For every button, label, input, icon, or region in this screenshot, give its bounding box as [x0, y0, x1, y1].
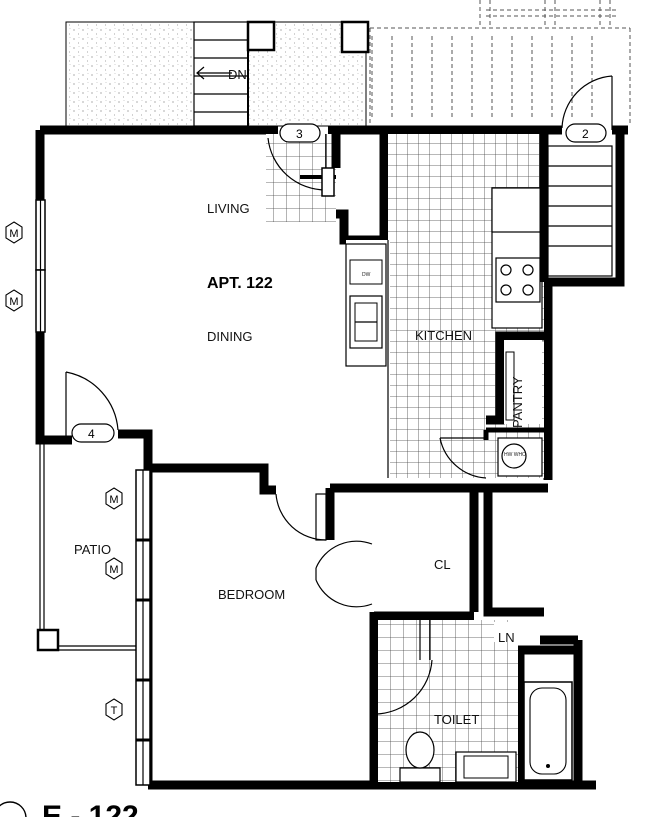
door-tag-2: 2: [565, 123, 607, 143]
entry-closet-walls: [300, 134, 389, 245]
svg-text:3: 3: [296, 127, 303, 141]
room-label-bedroom: BEDROOM: [218, 587, 285, 602]
hex-marker-5: T: [105, 698, 123, 721]
patio-door[interactable]: [65, 371, 119, 436]
water-heater-label: HW WHO: [504, 452, 526, 458]
closet-doors[interactable]: [315, 540, 373, 608]
linen-closet: [494, 622, 518, 642]
bathroom-door[interactable]: [375, 618, 433, 715]
svg-text:M: M: [9, 296, 18, 308]
svg-text:4: 4: [88, 427, 95, 441]
kitchen-counter-right: [491, 187, 543, 329]
svg-text:M: M: [109, 494, 118, 506]
svg-text:E - 122: E - 122: [42, 800, 139, 817]
neighbor-unit-outline: [369, 0, 631, 126]
kitchen-counter: DW: [345, 243, 387, 367]
hex-marker-4: M: [105, 557, 123, 580]
left-windows: [35, 199, 46, 333]
dishwasher-label: DW: [362, 272, 371, 278]
toilet-fixture: [399, 731, 441, 783]
room-label-patio: PATIO: [74, 542, 111, 557]
svg-text:M: M: [9, 228, 18, 240]
bathtub: [523, 681, 573, 781]
room-label-linen: LN: [498, 630, 515, 645]
room-label-pantry: PANTRY: [510, 376, 525, 428]
patio-area: [36, 440, 151, 786]
hex-marker-1: M: [5, 221, 23, 244]
room-label-closet: CL: [434, 557, 451, 572]
apartment-number: APT. 122: [207, 275, 273, 292]
room-label-toilet: TOILET: [434, 712, 479, 727]
svg-text:T: T: [111, 705, 118, 717]
room-label-dining: DINING: [207, 329, 253, 344]
pantry: HW WHO: [439, 331, 544, 479]
unit-label: E - 122: [0, 800, 139, 817]
exterior-stairs: DN: [193, 20, 370, 127]
hex-marker-2: M: [5, 289, 23, 312]
bedroom-door[interactable]: [275, 493, 327, 541]
door-tag-3: 3: [279, 123, 321, 143]
room-label-living: LIVING: [207, 201, 250, 216]
door-tag-4: 4: [71, 423, 115, 443]
interior-stairs: [539, 75, 613, 282]
room-label-kitchen: KITCHEN: [415, 328, 472, 343]
stairs-down-label: DN: [228, 67, 247, 82]
hex-marker-3: M: [105, 487, 123, 510]
vanity-fixture: [455, 751, 517, 783]
svg-text:M: M: [109, 564, 118, 576]
svg-text:2: 2: [582, 127, 589, 141]
